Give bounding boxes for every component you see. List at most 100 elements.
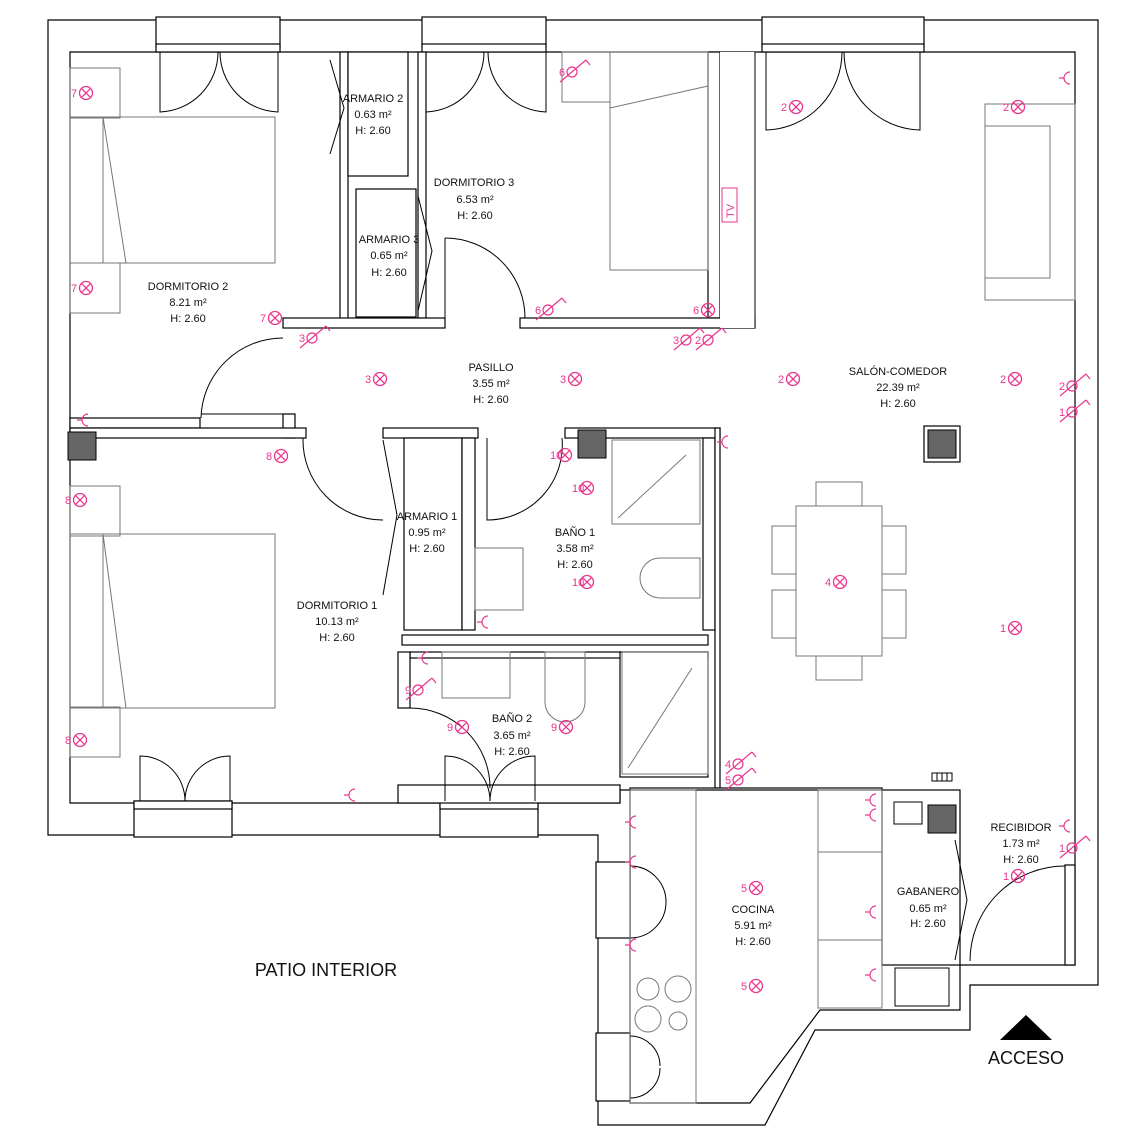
bed-dormitorio-2 <box>69 116 276 264</box>
svg-text:0.65 m²: 0.65 m² <box>909 903 947 915</box>
light-point-icon: 1 <box>1003 868 1026 884</box>
toilet-bano-1 <box>639 557 701 599</box>
switch-icon: 3 <box>673 327 705 351</box>
room-label-dormitorio-3: DORMITORIO 36.53 m²H: 2.60 <box>434 177 514 222</box>
circuit-number: 2 <box>1003 102 1009 114</box>
socket-icon <box>865 808 877 822</box>
switch-icon: 2 <box>1059 373 1091 397</box>
circuit-number: 8 <box>65 495 71 507</box>
svg-text:H: 2.60: H: 2.60 <box>319 632 354 644</box>
circuit-number: 7 <box>71 283 77 295</box>
room-label-bano-1: BAÑO 13.58 m²H: 2.60 <box>555 526 595 571</box>
socket-icon <box>417 651 429 665</box>
svg-text:5.91 m²: 5.91 m² <box>734 920 772 932</box>
svg-text:ARMARIO 1: ARMARIO 1 <box>397 511 458 523</box>
sink-bano-2 <box>441 651 511 699</box>
switch-icon: 1 <box>1059 399 1091 423</box>
svg-text:22.39 m²: 22.39 m² <box>876 382 920 394</box>
room-label-dormitorio-1: DORMITORIO 110.13 m²H: 2.60 <box>297 600 377 644</box>
circuit-number: 9 <box>405 685 411 697</box>
light-point-icon: 7 <box>71 85 94 101</box>
room-label-salon-comedor: SALÓN-COMEDOR 22.39 m² H: 2.60 <box>849 365 947 410</box>
light-point-icon: 9 <box>551 719 574 735</box>
svg-text:3.55 m²: 3.55 m² <box>472 378 510 390</box>
socket-icon <box>865 968 877 982</box>
light-point-icon: 6 <box>693 302 716 318</box>
sink-bano-1 <box>474 547 524 611</box>
svg-text:10.13 m²: 10.13 m² <box>315 616 359 628</box>
svg-text:BAÑO 1: BAÑO 1 <box>555 526 595 539</box>
svg-text:H: 2.60: H: 2.60 <box>371 267 406 279</box>
circuit-number: 2 <box>1000 374 1006 386</box>
svg-text:SALÓN-COMEDOR: SALÓN-COMEDOR <box>849 365 947 378</box>
light-point-icon: 9 <box>447 719 470 735</box>
light-point-icon: 5 <box>741 880 764 896</box>
svg-text:PASILLO: PASILLO <box>468 362 513 374</box>
doors <box>139 51 1066 1099</box>
circuit-number: 5 <box>741 883 747 895</box>
switch-icon: 1 <box>1059 835 1091 859</box>
room-label-armario-1: ARMARIO 10.95 m²H: 2.60 <box>397 511 458 555</box>
switch-icon: 4 <box>725 751 757 775</box>
room-labels: DORMITORIO 28.21 m²H: 2.60 ARMARIO 20.63… <box>148 93 1064 1068</box>
svg-text:RECIBIDOR: RECIBIDOR <box>990 822 1051 834</box>
svg-text:H: 2.60: H: 2.60 <box>557 559 592 571</box>
switch-icon: 6 <box>559 59 591 83</box>
bed-dormitorio-3 <box>609 51 709 271</box>
light-point-icon: 4 <box>825 574 848 590</box>
socket-icon <box>625 855 637 869</box>
switch-icon: 5 <box>725 767 757 791</box>
circuit-number: 7 <box>260 313 266 325</box>
light-point-icon: 2 <box>1003 99 1026 115</box>
svg-text:H: 2.60: H: 2.60 <box>355 125 390 137</box>
svg-text:0.63 m²: 0.63 m² <box>354 109 392 121</box>
socket-icon <box>625 815 637 829</box>
shower-bano-2 <box>621 651 709 775</box>
svg-text:3.65 m²: 3.65 m² <box>493 730 531 742</box>
svg-text:H: 2.60: H: 2.60 <box>494 746 529 758</box>
circuit-number: 10 <box>550 450 562 462</box>
circuit-number: 1 <box>1059 407 1065 419</box>
light-point-icon: 2 <box>781 99 804 115</box>
svg-text:H: 2.60: H: 2.60 <box>735 936 770 948</box>
room-label-dormitorio-2: DORMITORIO 28.21 m²H: 2.60 <box>148 281 228 325</box>
circuit-number: 2 <box>781 102 787 114</box>
gas-meter-icon <box>931 772 953 782</box>
circuit-number: 9 <box>551 722 557 734</box>
svg-text:ARMARIO 3: ARMARIO 3 <box>359 234 420 246</box>
circuit-number: 5 <box>725 775 731 787</box>
circuit-number: 3 <box>560 374 566 386</box>
shower-bano-1 <box>611 439 701 525</box>
light-point-icon: 2 <box>778 371 801 387</box>
svg-text:H: 2.60: H: 2.60 <box>880 398 915 410</box>
socket-icon <box>77 413 89 427</box>
svg-text:GABANERO: GABANERO <box>897 886 960 898</box>
circuit-number: 2 <box>695 335 701 347</box>
circuit-number: 1 <box>1059 843 1065 855</box>
light-point-icon: 3 <box>560 371 583 387</box>
room-label-armario-3: ARMARIO 3 0.65 m² H: 2.60 <box>359 234 420 279</box>
switch-icon: 9 <box>405 677 437 701</box>
circuit-number: 8 <box>266 451 272 463</box>
circuit-number: 3 <box>365 374 371 386</box>
light-point-icon: 7 <box>260 310 283 326</box>
light-point-icon: 8 <box>65 732 88 748</box>
socket-icon <box>865 793 877 807</box>
circuit-number: 3 <box>299 333 305 345</box>
circuit-number: 9 <box>447 722 453 734</box>
socket-icon <box>625 938 637 952</box>
circuit-number: 10 <box>572 577 584 589</box>
socket-icon <box>1059 71 1071 85</box>
circuit-number: 1 <box>1000 623 1006 635</box>
socket-icon <box>865 905 877 919</box>
svg-text:H: 2.60: H: 2.60 <box>910 918 945 930</box>
light-point-icon: 10 <box>572 574 595 590</box>
svg-text:0.65 m²: 0.65 m² <box>370 250 408 262</box>
interior-walls <box>69 51 1076 966</box>
circuit-number: 1 <box>1003 871 1009 883</box>
circuit-number: 5 <box>741 981 747 993</box>
